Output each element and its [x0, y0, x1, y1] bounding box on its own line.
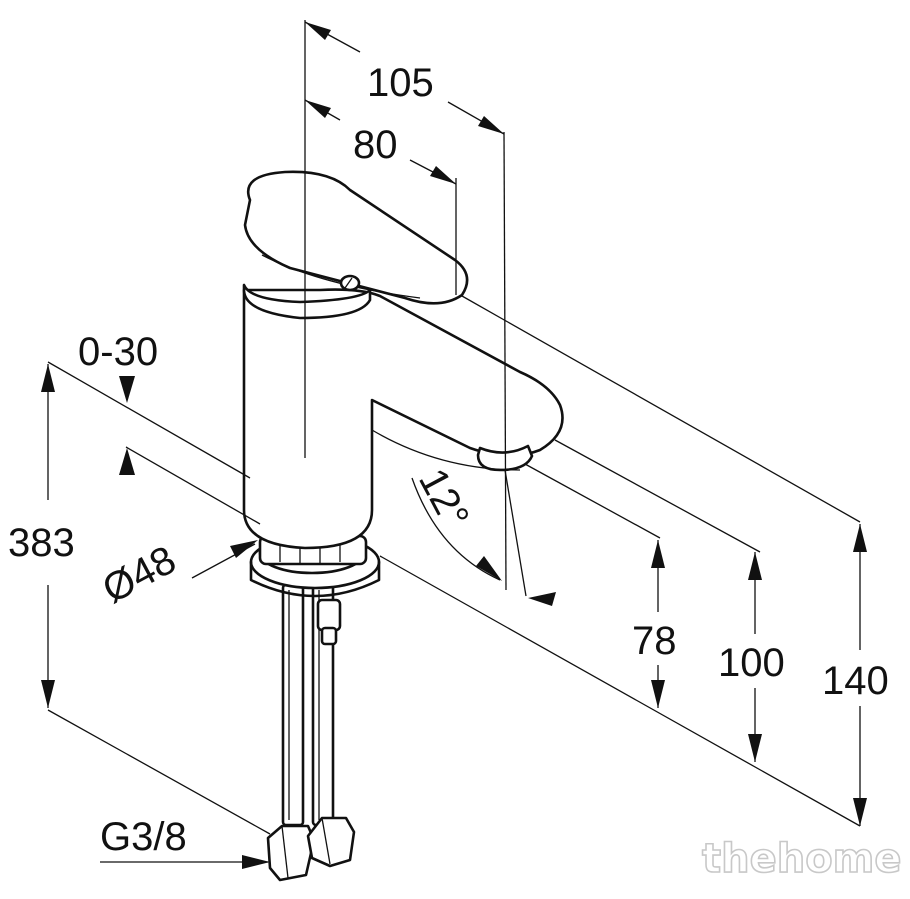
dimension-lines: [41, 20, 867, 869]
label-connection: G3/8: [100, 815, 187, 859]
label-base-diameter: Ø48: [96, 538, 183, 612]
label-tap-height: 140: [822, 659, 889, 703]
label-width-total: 105: [367, 61, 434, 105]
lever-handle: [243, 170, 469, 305]
supply-hoses: [281, 583, 342, 827]
connection-nuts: [266, 816, 356, 882]
watermark: thehome: [702, 836, 902, 882]
label-outlet-height: 78: [632, 619, 677, 663]
label-angle: 12°: [410, 462, 477, 536]
faucet-body: [242, 288, 564, 550]
faucet-outline: [242, 170, 564, 882]
lever-collar: [242, 283, 372, 320]
label-width-spout: 80: [353, 123, 398, 167]
label-lever-range: 0-30: [78, 330, 158, 374]
label-overall-height: 383: [8, 521, 75, 565]
label-spout-height: 100: [718, 641, 785, 685]
